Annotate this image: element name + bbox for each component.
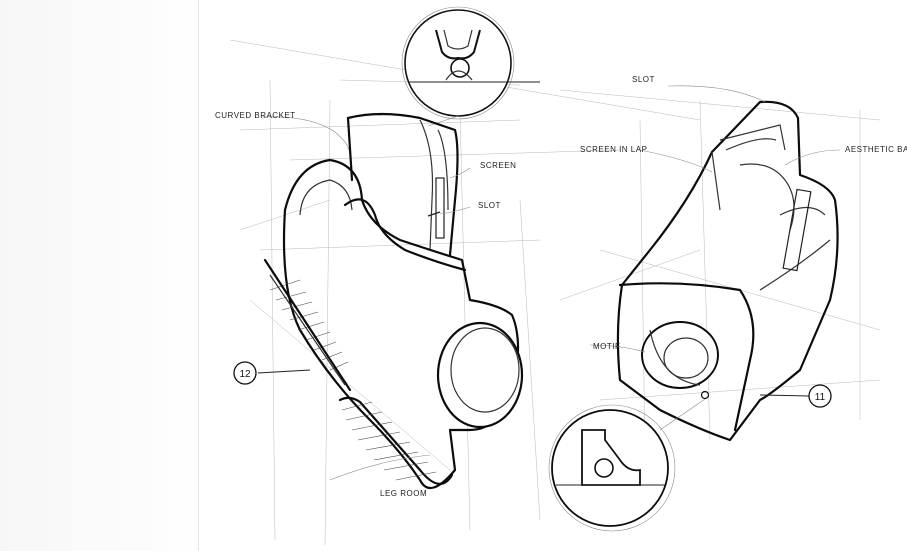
label-slot-left: SLOT (478, 201, 501, 210)
base-hatching (269, 279, 437, 481)
callout-eleven-number: 11 (815, 392, 826, 403)
paper-edge (198, 0, 199, 551)
motif-detail-icon (548, 404, 676, 532)
label-motif: MOTIF (593, 342, 620, 351)
bracket-detail-icon (401, 6, 540, 127)
paper-shadow (0, 0, 200, 551)
leader-lines (257, 85, 841, 481)
label-slot-right: SLOT (632, 75, 655, 84)
object-twelve (263, 112, 524, 490)
label-aesthetic-barrier: AESTHETIC BARRIER (845, 145, 907, 154)
label-screen-in-lap: SCREEN IN LAP (580, 145, 647, 154)
label-screen: SCREEN (480, 161, 516, 170)
callout-twelve-number: 12 (239, 369, 251, 380)
label-curved-bracket: CURVED BRACKET (215, 111, 296, 120)
callout-twelve: 12 (233, 361, 257, 385)
callout-eleven: 11 (808, 384, 832, 408)
label-leg-room: LEG ROOM (380, 489, 427, 498)
